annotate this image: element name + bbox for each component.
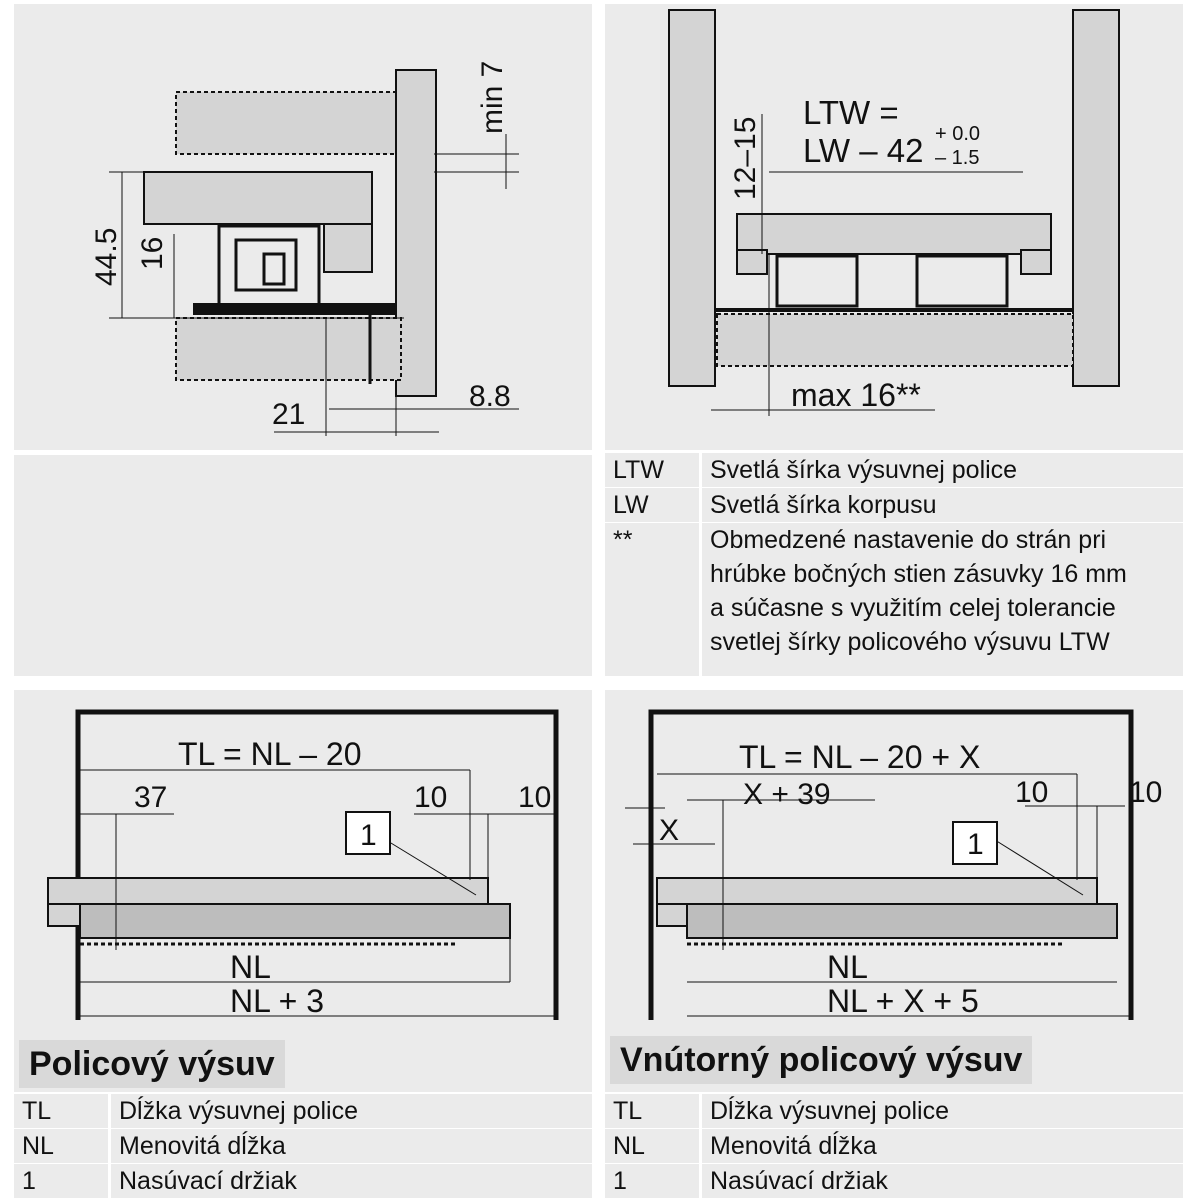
legend-key: TL xyxy=(605,1094,702,1128)
legend-value: Svetlá šírka korpusu xyxy=(710,491,937,519)
note-line: hrúbke bočných stien zásuvky 16 mm xyxy=(710,560,1127,588)
legend-value: Dĺžka výsuvnej police xyxy=(710,1097,949,1125)
tolerance-plus: + 0.0 xyxy=(935,123,980,145)
callout-1: 1 xyxy=(360,819,377,852)
section-heading: Vnútorný policový výsuv xyxy=(610,1036,1033,1084)
legend-key: LW xyxy=(605,488,702,522)
legend-value: Nasúvací držiak xyxy=(710,1167,888,1195)
shelf-pullout-drawing: TL = NL – 20 37 10 10 1 NL NL + 3 xyxy=(47,709,559,1020)
front-section-panel: LTW = LW – 42 + 0.0 – 1.5 12–15 max 16** xyxy=(605,4,1183,450)
legend-row-note: ** Obmedzené nastavenie do strán pri hrúb… xyxy=(605,523,1183,676)
dim-nl-3: NL + 3 xyxy=(230,983,324,1019)
legend-row-1: 1 Nasúvací držiak xyxy=(14,1164,592,1198)
dim-x: X xyxy=(659,814,679,847)
legend-row-nl: NL Menovitá dĺžka xyxy=(14,1129,592,1163)
ltw-label: LTW = xyxy=(803,94,899,131)
tl-formula: TL = NL – 20 + X xyxy=(739,739,980,775)
legend-key: ** xyxy=(605,523,702,676)
dim-12-15: 12–15 xyxy=(729,117,762,200)
side-section-drawing: min 7 44.5 16 21 8.8 xyxy=(90,61,519,436)
note-line: a súčasne s využitím celej tolerancie xyxy=(710,594,1116,622)
shelf-pullout-panel: TL = NL – 20 37 10 10 1 NL NL + 3 Polico… xyxy=(14,690,592,1092)
dim-10-left: 10 xyxy=(1015,776,1048,809)
empty-panel xyxy=(14,455,592,676)
dim-37: 37 xyxy=(134,781,167,814)
dim-10-right: 10 xyxy=(518,781,551,814)
tolerance-minus: – 1.5 xyxy=(935,147,979,169)
legend-key: 1 xyxy=(605,1164,702,1198)
note-line: Obmedzené nastavenie do strán pri xyxy=(710,526,1107,554)
dim-min7: min 7 xyxy=(476,61,509,134)
legend-key: TL xyxy=(14,1094,111,1128)
dim-8-8: 8.8 xyxy=(469,380,511,413)
dim-10-left: 10 xyxy=(414,781,447,814)
legend-row-tl: TL Dĺžka výsuvnej police xyxy=(14,1094,592,1128)
note-line: svetlej šírky policového výsuvu LTW xyxy=(710,628,1110,656)
legend-row-tl: TL Dĺžka výsuvnej police xyxy=(605,1094,1183,1128)
dim-21: 21 xyxy=(272,398,305,431)
legend-row-ltw: LTW Svetlá šírka výsuvnej police xyxy=(605,453,1183,487)
section-heading: Policový výsuv xyxy=(19,1040,285,1088)
legend-row-lw: LW Svetlá šírka korpusu xyxy=(605,488,1183,522)
inner-shelf-pullout-drawing: TL = NL – 20 + X X + 39 X 10 10 1 NL NL … xyxy=(625,709,1162,1020)
front-section-drawing: LTW = LW – 42 + 0.0 – 1.5 12–15 max 16** xyxy=(668,9,1120,416)
dim-nl-x-5: NL + X + 5 xyxy=(827,983,979,1019)
dim-10-right: 10 xyxy=(1129,776,1162,809)
dim-x-39: X + 39 xyxy=(743,778,831,811)
legend-row-nl: NL Menovitá dĺžka xyxy=(605,1129,1183,1163)
legend-value: Svetlá šírka výsuvnej police xyxy=(710,456,1018,484)
legend-key: 1 xyxy=(14,1164,111,1198)
legend-value: Nasúvací držiak xyxy=(119,1167,297,1195)
dim-max16: max 16** xyxy=(791,377,921,413)
legend-value: Menovitá dĺžka xyxy=(119,1132,286,1160)
legend-key: LTW xyxy=(605,453,702,487)
ltw-formula: LW – 42 xyxy=(803,132,923,169)
dim-16: 16 xyxy=(136,237,169,270)
dim-nl: NL xyxy=(230,949,271,985)
legend-key: NL xyxy=(605,1129,702,1163)
tl-formula: TL = NL – 20 xyxy=(178,736,362,772)
legend-row-1: 1 Nasúvací držiak xyxy=(605,1164,1183,1198)
legend-key: NL xyxy=(14,1129,111,1163)
dim-nl: NL xyxy=(827,949,868,985)
legend-note: Obmedzené nastavenie do strán pri hrúbke … xyxy=(702,523,1183,676)
side-section-panel: min 7 44.5 16 21 8.8 xyxy=(14,4,592,450)
inner-shelf-pullout-panel: TL = NL – 20 + X X + 39 X 10 10 1 NL NL … xyxy=(605,690,1183,1092)
dim-44-5: 44.5 xyxy=(90,228,123,286)
legend-value: Dĺžka výsuvnej police xyxy=(119,1097,358,1125)
legend-value: Menovitá dĺžka xyxy=(710,1132,877,1160)
callout-1: 1 xyxy=(967,828,984,861)
